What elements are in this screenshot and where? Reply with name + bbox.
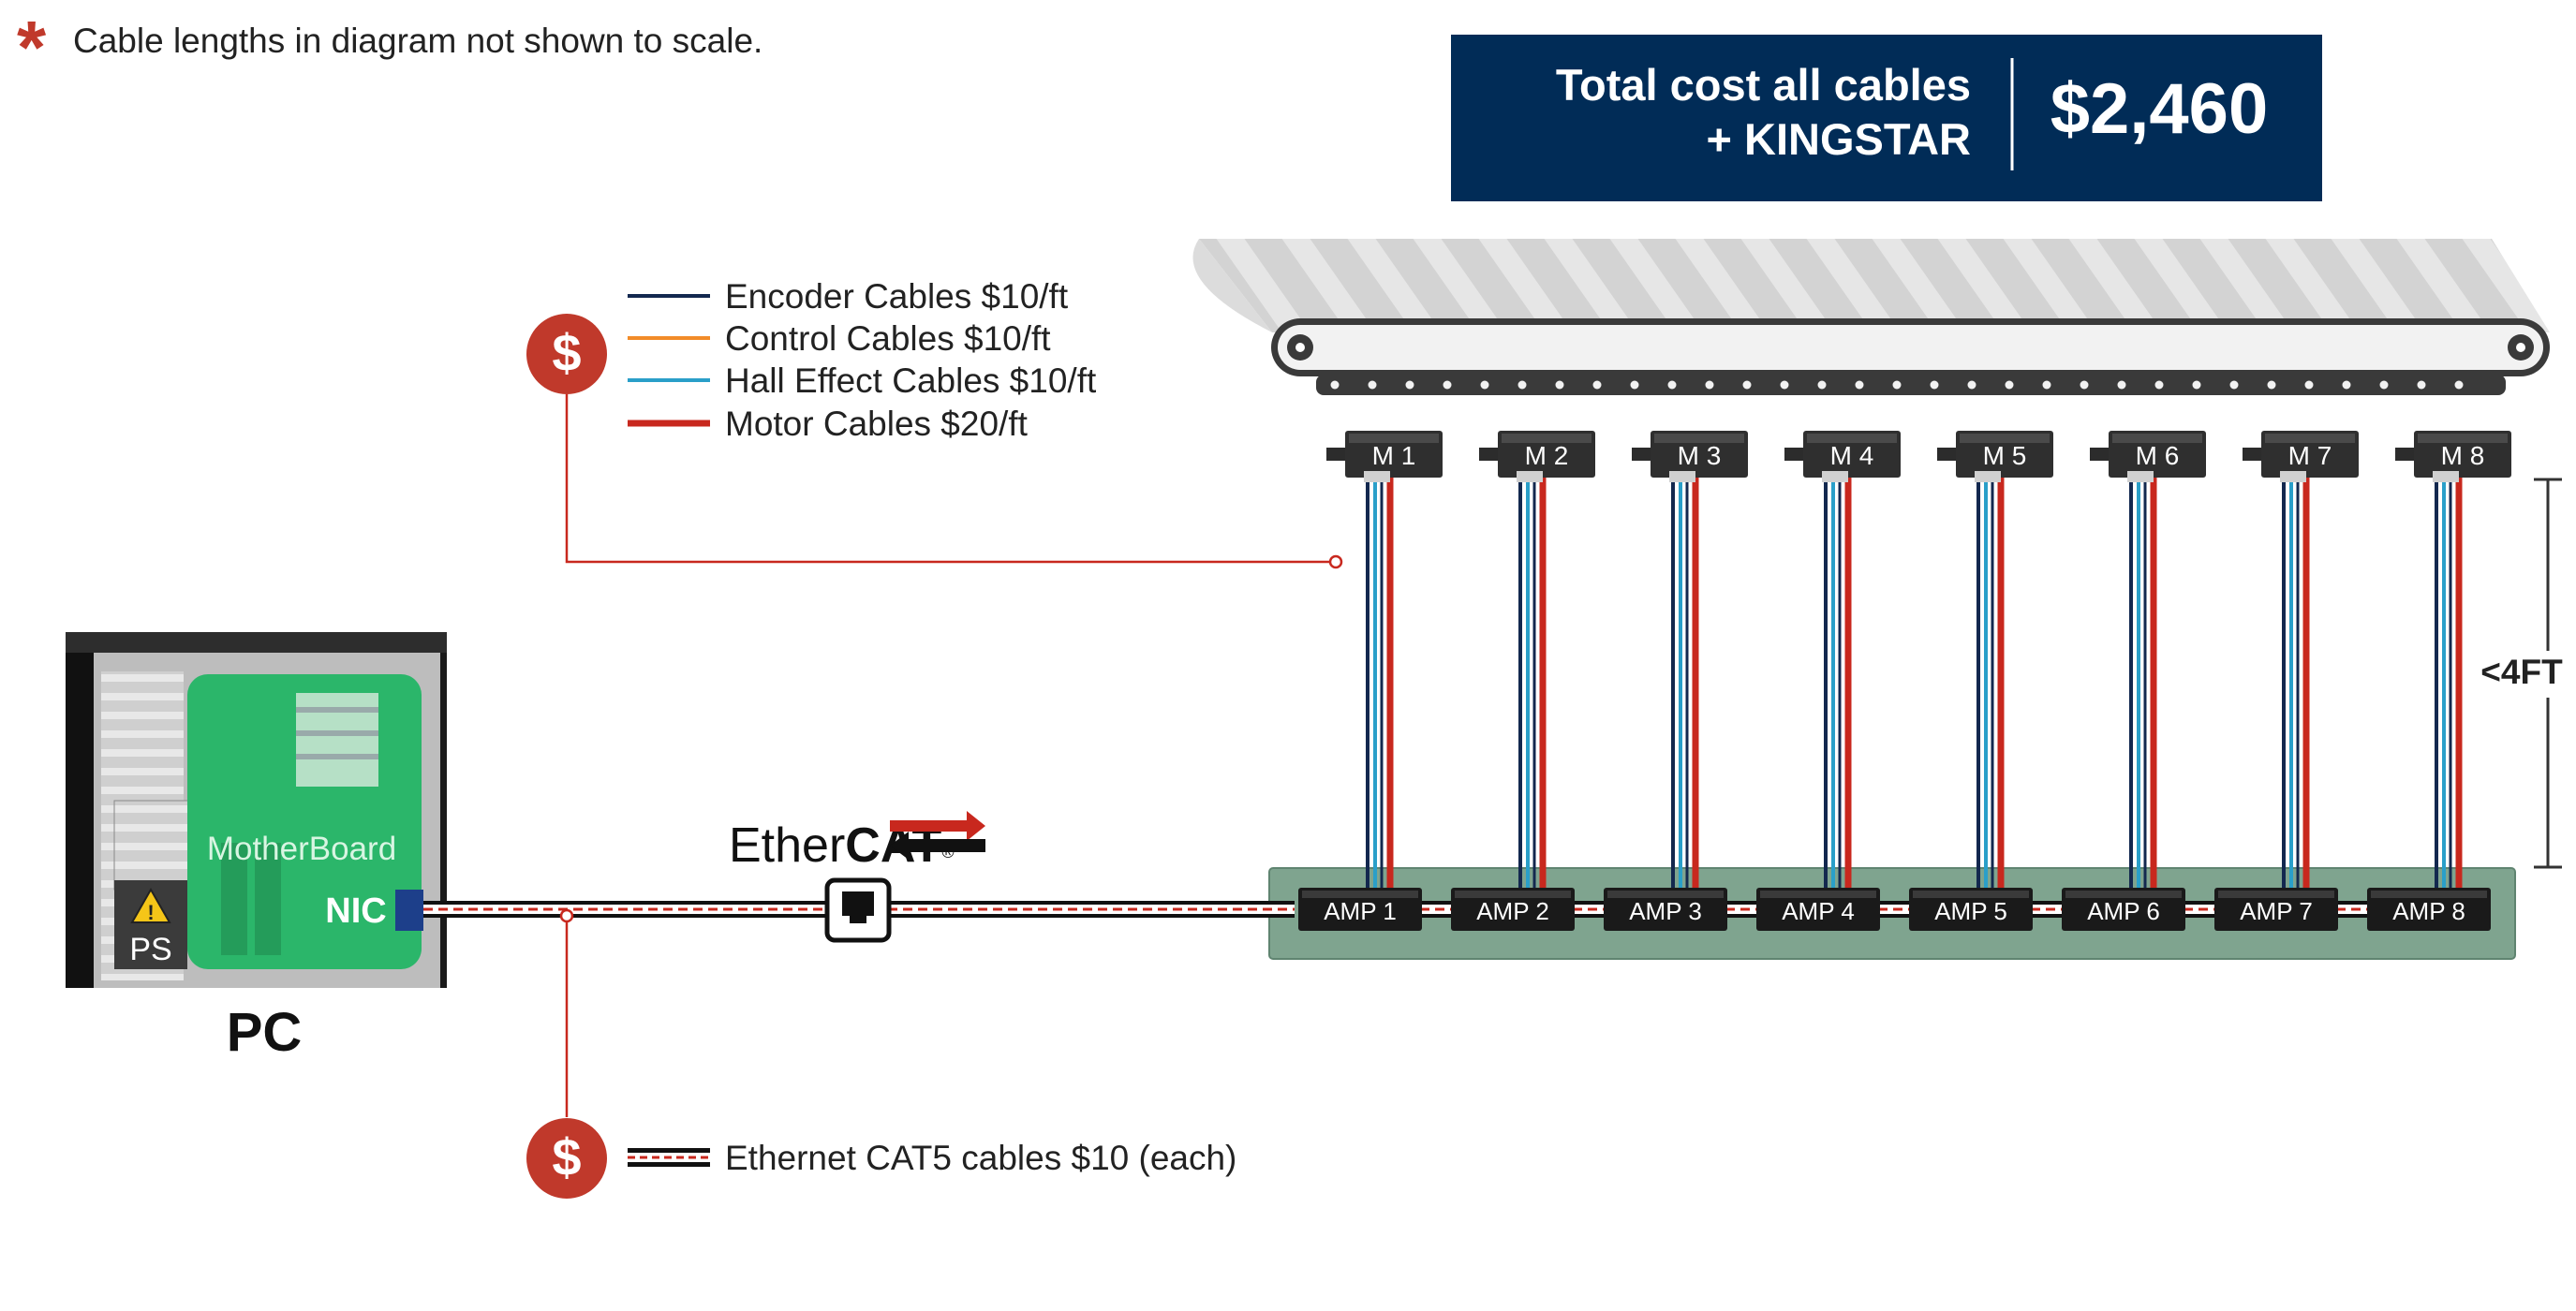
motor-label-1: M 1 [1372, 441, 1416, 470]
dimension-marker: <4FT [2473, 478, 2576, 869]
amp-link-6 [2184, 901, 2216, 918]
dimension-label: <4FT [2480, 653, 2563, 691]
motor-cable-bundle-6 [2129, 473, 2157, 894]
amp-label-2: AMP 2 [1476, 897, 1549, 925]
ethernet-legend-label: Ethernet CAT5 cables $10 (each) [725, 1139, 1236, 1177]
motor-label-3: M 3 [1678, 441, 1722, 470]
motor-4: M 4 [1784, 431, 1901, 482]
ethercat-arrows-icon [890, 811, 985, 860]
amp-5: AMP 5 [1909, 888, 2033, 931]
scale-note: Cable lengths in diagram not shown to sc… [73, 22, 762, 60]
amp-4: AMP 4 [1756, 888, 1880, 931]
motor-label-7: M 7 [2288, 441, 2332, 470]
amp-link-2 [1573, 901, 1606, 918]
motor-label-5: M 5 [1983, 441, 2027, 470]
motor-cables [1366, 473, 2463, 894]
amp-ethernet-links [1420, 901, 2369, 918]
amp-link-1 [1420, 901, 1453, 918]
dollar-icon: $ [552, 323, 581, 382]
motor-6: M 6 [2090, 431, 2206, 482]
motor-label-2: M 2 [1525, 441, 1569, 470]
motor-cable-bundle-7 [2282, 473, 2310, 894]
amplifiers: AMP 1 AMP 2 AMP 3 AMP 4 AMP 5 AMP 6 AMP 7 AMP 8 [1298, 888, 2491, 931]
amp-label-3: AMP 3 [1629, 897, 1702, 925]
total-cost-label-line2: + KINGSTAR [1707, 114, 1971, 164]
legend-hall-effect-label: Hall Effect Cables $10/ft [725, 361, 1097, 400]
amp-6: AMP 6 [2062, 888, 2185, 931]
legend-dollar-badge: $ [526, 314, 607, 394]
legend-motor-label: Motor Cables $20/ft [725, 405, 1029, 443]
motor-2: M 2 [1479, 431, 1595, 482]
amp-link-3 [1725, 901, 1758, 918]
conveyor-chain [1330, 380, 2464, 390]
conveyor-belt [1192, 239, 2550, 395]
legend-encoder-label: Encoder Cables $10/ft [725, 277, 1069, 316]
total-cost-label-line1: Total cost all cables [1556, 60, 1971, 110]
amp-label-7: AMP 7 [2240, 897, 2313, 925]
motor-cable-bundle-2 [1518, 473, 1547, 894]
motor-label-6: M 6 [2136, 441, 2180, 470]
motor-5: M 5 [1937, 431, 2053, 482]
amp-link-4 [1878, 901, 1911, 918]
motor-7: M 7 [2243, 431, 2359, 482]
motors: M 1 M 2 M 3 M 4 M 5 M 6 M 7 M 8 [1326, 431, 2511, 482]
motor-cable-bundle-8 [2435, 473, 2463, 894]
amp-8: AMP 8 [2367, 888, 2491, 931]
ethernet-trunk [423, 877, 1295, 1117]
amp-label-8: AMP 8 [2392, 897, 2465, 925]
nic-port [395, 890, 423, 931]
motor-8: M 8 [2395, 431, 2511, 482]
amp-3: AMP 3 [1604, 888, 1727, 931]
ethernet-legend: $ Ethernet CAT5 cables $10 (each) [526, 1118, 1236, 1199]
amp-7: AMP 7 [2214, 888, 2338, 931]
amp-label-6: AMP 6 [2087, 897, 2160, 925]
ethernet-port-icon [824, 877, 892, 943]
ps-label: PS [129, 932, 171, 967]
motor-label-8: M 8 [2441, 441, 2485, 470]
total-cost-box: Total cost all cables + KINGSTAR $2,460 [1451, 35, 2322, 201]
amp-2: AMP 2 [1451, 888, 1575, 931]
legend-control-label: Control Cables $10/ft [725, 319, 1051, 358]
motor-label-4: M 4 [1830, 441, 1874, 470]
motor-cable-bundle-3 [1671, 473, 1699, 894]
ethernet-dollar-badge: $ [526, 1118, 607, 1199]
amp-label-4: AMP 4 [1782, 897, 1855, 925]
total-cost-value: $2,460 [2050, 69, 2268, 149]
pc-tower: ! PS MotherBoard NIC PC [66, 632, 447, 1063]
amp-link-5 [2031, 901, 2064, 918]
motor-cable-bundle-5 [1976, 473, 2005, 894]
amp-1: AMP 1 [1298, 888, 1422, 931]
motor-3: M 3 [1632, 431, 1748, 482]
power-warning-icon [130, 887, 171, 923]
asterisk-icon: * [17, 6, 47, 89]
motor-1: M 1 [1326, 431, 1443, 482]
ethercat-logo: EtherCAT® [729, 811, 985, 873]
amp-link-7 [2336, 901, 2369, 918]
motherboard-label: MotherBoard [207, 831, 396, 867]
dollar-icon: $ [552, 1127, 581, 1186]
pc-label: PC [227, 1002, 303, 1063]
svg-text:!: ! [147, 901, 154, 924]
cable-legend: $ Encoder Cables $10/ft Control Cables $… [526, 277, 1343, 569]
motor-cable-bundle-1 [1366, 473, 1394, 894]
motor-cable-bundle-4 [1824, 473, 1852, 894]
nic-label: NIC [325, 891, 386, 931]
amp-label-1: AMP 1 [1324, 897, 1397, 925]
amp-label-5: AMP 5 [1934, 897, 2007, 925]
